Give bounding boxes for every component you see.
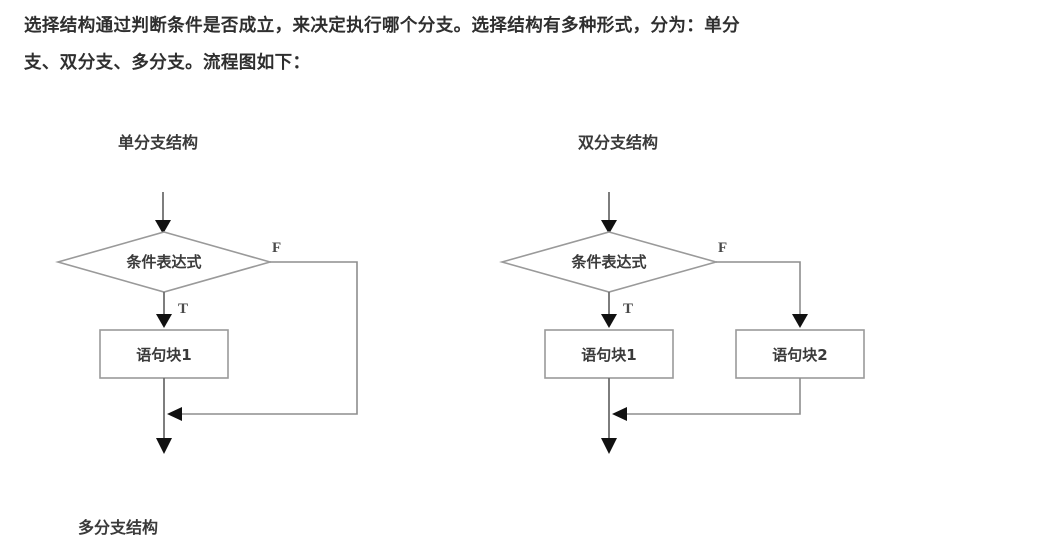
true-branch-label: T — [178, 301, 188, 317]
merge-path-2 — [625, 378, 801, 415]
exit-arrow-head — [156, 438, 172, 454]
condition-diamond-2-label: 条件表达式 — [570, 253, 646, 271]
caption-double-branch: 双分支结构 — [578, 133, 659, 152]
false-branch-label: F — [272, 240, 281, 256]
intro-paragraph: 选择结构通过判断条件是否成立，来决定执行哪个分支。选择结构有多种形式，分为：单分… — [24, 8, 1044, 82]
true-branch-arrow-head-2 — [601, 314, 617, 328]
entry-arrow-head-2 — [601, 220, 617, 234]
caption-single-branch: 单分支结构 — [118, 133, 199, 152]
intro-line-1: 选择结构通过判断条件是否成立，来决定执行哪个分支。选择结构有多种形式，分为：单分 — [24, 16, 740, 36]
flowcharts-canvas: 条件表达式 T 语句块1 F 条件表达式 — [55, 192, 865, 454]
double-branch-flowchart: 条件表达式 T 语句块1 F 语句块2 — [499, 192, 865, 454]
condition-diamond-label: 条件表达式 — [125, 253, 201, 271]
false-branch-path-2 — [716, 261, 801, 318]
false-branch-label-2: F — [718, 240, 727, 256]
true-branch-label-2: T — [623, 301, 633, 317]
statement-block-1-label: 语句块1 — [136, 346, 191, 364]
intro-line-2: 支、双分支、多分支。流程图如下： — [24, 53, 311, 73]
true-branch-arrow-head — [156, 314, 172, 328]
exit-arrow-head-2 — [601, 438, 617, 454]
entry-arrow-head — [155, 220, 171, 234]
false-branch-path — [180, 261, 358, 415]
merge-arrow-head-2 — [612, 407, 627, 421]
caption-multi-branch: 多分支结构 — [78, 518, 159, 537]
statement-block-2-label: 语句块2 — [772, 346, 827, 364]
statement-block-1-label-2: 语句块1 — [581, 346, 636, 364]
false-branch-arrow-head-2 — [792, 314, 808, 328]
statement-block-1-box — [99, 329, 229, 379]
single-branch-flowchart: 条件表达式 T 语句块1 F — [55, 192, 358, 454]
merge-arrow-head — [167, 407, 182, 421]
